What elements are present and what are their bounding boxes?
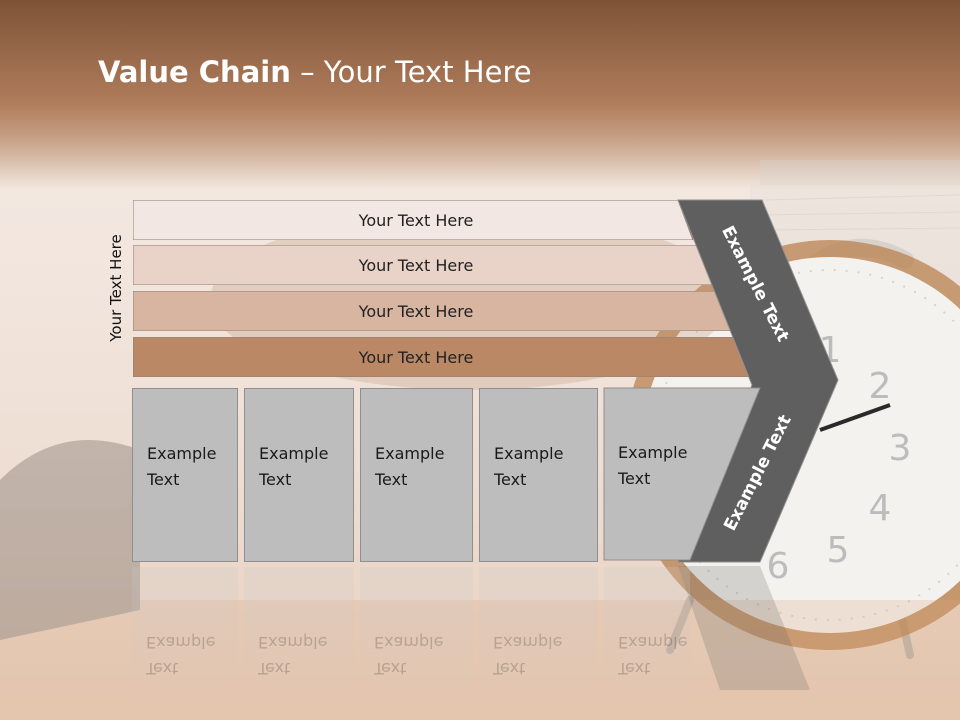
column-5-line2: Text: [618, 469, 651, 488]
column-2-line1: Example: [259, 444, 329, 463]
column-5-reflection-line1: Example: [618, 633, 688, 652]
column-2-reflection: Text Example: [244, 567, 354, 717]
title-rest: – Your Text Here: [290, 55, 532, 89]
svg-text:4: 4: [869, 488, 892, 529]
column-3-reflection-line1: Example: [374, 633, 444, 652]
column-4[interactable]: Example Text: [479, 388, 598, 562]
band-4-shape: [133, 337, 763, 377]
column-4-reflection-text: Text Example: [493, 629, 588, 681]
column-5-reflection: Text Example: [604, 567, 690, 717]
column-5-line1: Example: [618, 443, 688, 462]
column-3[interactable]: Example Text: [360, 388, 473, 562]
column-3-reflection-text: Text Example: [374, 629, 469, 681]
column-1-reflection-line1: Example: [146, 633, 216, 652]
column-4-reflection-line2: Text: [493, 659, 526, 678]
band-1-label: Your Text Here: [358, 210, 474, 230]
svg-text:3: 3: [889, 428, 912, 469]
band-2-label: Your Text Here: [358, 255, 474, 275]
column-5-reflection-line2: Text: [618, 659, 651, 678]
column-1-line2: Text: [147, 470, 180, 489]
column-2-text: Example Text: [259, 441, 354, 493]
band-1-shape: [133, 200, 693, 240]
column-3-line2: Text: [375, 470, 408, 489]
band-1[interactable]: Your Text Here: [133, 200, 693, 240]
column-5[interactable]: Example Text: [604, 388, 690, 562]
column-1[interactable]: Example Text: [132, 388, 238, 562]
svg-text:5: 5: [827, 530, 850, 571]
column-4-reflection: Text Example: [479, 567, 598, 717]
slide-title: Value Chain – Your Text Here: [98, 55, 532, 89]
column-4-text: Example Text: [494, 441, 589, 493]
band-2[interactable]: Your Text Here: [133, 245, 718, 285]
band-3-label: Your Text Here: [358, 301, 474, 321]
title-bold: Value Chain: [98, 55, 291, 89]
column-5-reflection-text: Text Example: [618, 629, 713, 681]
column-1-text: Example Text: [147, 441, 242, 493]
column-4-line2: Text: [494, 470, 527, 489]
column-2-reflection-text: Text Example: [258, 629, 353, 681]
column-2-line2: Text: [259, 470, 292, 489]
column-2-reflection-line1: Example: [258, 633, 328, 652]
column-3-reflection-line2: Text: [374, 659, 407, 678]
column-4-line1: Example: [494, 444, 564, 463]
column-2[interactable]: Example Text: [244, 388, 354, 562]
column-5-text: Example Text: [618, 440, 713, 492]
column-3-text: Example Text: [375, 441, 470, 493]
column-2-reflection-line2: Text: [258, 659, 291, 678]
band-3-shape: [133, 291, 740, 331]
band-2-shape: [133, 245, 718, 285]
band-3[interactable]: Your Text Here: [133, 291, 740, 331]
column-5-shape: [603, 387, 761, 561]
svg-text:6: 6: [767, 546, 790, 587]
column-3-line1: Example: [375, 444, 445, 463]
column-3-reflection: Text Example: [360, 567, 473, 717]
column-1-reflection: Text Example: [132, 567, 238, 717]
band-4-label: Your Text Here: [358, 347, 474, 367]
band-4[interactable]: Your Text Here: [133, 337, 763, 377]
column-4-reflection-line1: Example: [493, 633, 563, 652]
column-1-reflection-text: Text Example: [146, 629, 241, 681]
svg-text:2: 2: [869, 366, 892, 407]
column-1-reflection-line2: Text: [146, 659, 179, 678]
column-1-line1: Example: [147, 444, 217, 463]
